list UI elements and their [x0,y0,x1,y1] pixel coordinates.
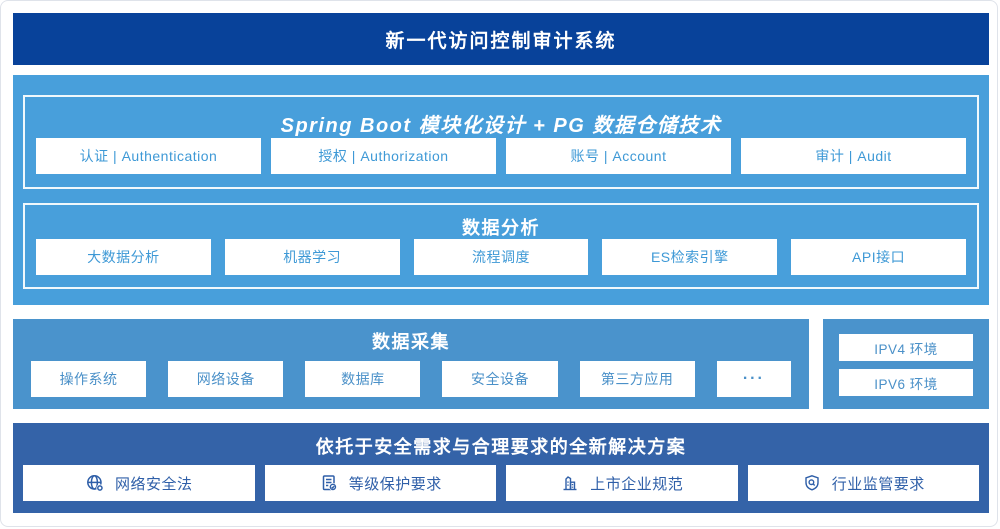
globe-icon [85,473,105,493]
collection-box-security-device: 安全设备 [442,361,558,397]
title-banner: 新一代访问控制审计系统 [13,13,989,65]
solution-box-classified-protection: 等级保护要求 [264,465,496,501]
ipv4-box: IPV4 环境 [839,334,973,361]
collection-box-database: 数据库 [305,361,421,397]
analysis-box-ml: 机器学习 [224,239,400,275]
buildings-icon [560,473,580,493]
shield-search-icon [802,473,822,493]
checklist-icon [319,473,339,493]
analysis-box-es: ES检索引擎 [602,239,778,275]
collection-row: 操作系统 网络设备 数据库 安全设备 第三方应用 ··· [31,361,791,397]
module-box-account: 账号 | Account [506,138,731,174]
springboot-title: Spring Boot 模块化设计 + PG 数据仓储技术 [280,115,722,137]
solution-title: 依托于安全需求与合理要求的全新解决方案 [315,437,687,457]
module-box-authentication: 认证 | Authentication [36,138,261,174]
solution-label: 网络安全法 [114,475,193,493]
solution-label: 上市企业规范 [590,475,684,493]
solution-label: 行业监管要求 [831,475,925,493]
ip-environment-panel: IPV4 环境 IPV6 环境 [823,319,989,409]
solution-label: 等级保护要求 [348,475,442,493]
solution-box-industry-regulation: 行业监管要求 [747,465,979,501]
analysis-box-api: API接口 [791,239,966,275]
collection-box-network-device: 网络设备 [168,361,284,397]
solution-row: 网络安全法 等级保护要求 [23,465,979,501]
module-box-authorization: 授权 | Authorization [271,138,496,174]
analysis-box-bigdata: 大数据分析 [36,239,211,275]
data-analysis-frame: 数据分析 大数据分析 机器学习 流程调度 ES检索引擎 API接口 [23,203,979,289]
ipv6-box: IPV6 环境 [839,369,973,396]
collection-box-os: 操作系统 [31,361,147,397]
module-box-audit: 审计 | Audit [741,138,966,174]
solution-section: 依托于安全需求与合理要求的全新解决方案 网络安全法 [13,423,989,513]
data-collection-section: 数据采集 操作系统 网络设备 数据库 安全设备 第三方应用 ··· [13,319,809,409]
page-title: 新一代访问控制审计系统 [385,30,617,52]
springboot-frame: Spring Boot 模块化设计 + PG 数据仓储技术 认证 | Authe… [23,95,979,189]
solution-box-listed-company: 上市企业规范 [506,465,738,501]
analysis-row: 大数据分析 机器学习 流程调度 ES检索引擎 API接口 [36,239,966,275]
solution-box-cybersecurity-law: 网络安全法 [23,465,255,501]
analysis-box-workflow: 流程调度 [413,239,589,275]
module-row: 认证 | Authentication 授权 | Authorization 账… [36,138,966,174]
collection-box-thirdparty: 第三方应用 [579,361,695,397]
collection-box-more: ··· [716,361,791,397]
data-analysis-title: 数据分析 [462,218,540,238]
data-collection-title: 数据采集 [372,332,450,352]
platform-section: Spring Boot 模块化设计 + PG 数据仓储技术 认证 | Authe… [13,75,989,305]
